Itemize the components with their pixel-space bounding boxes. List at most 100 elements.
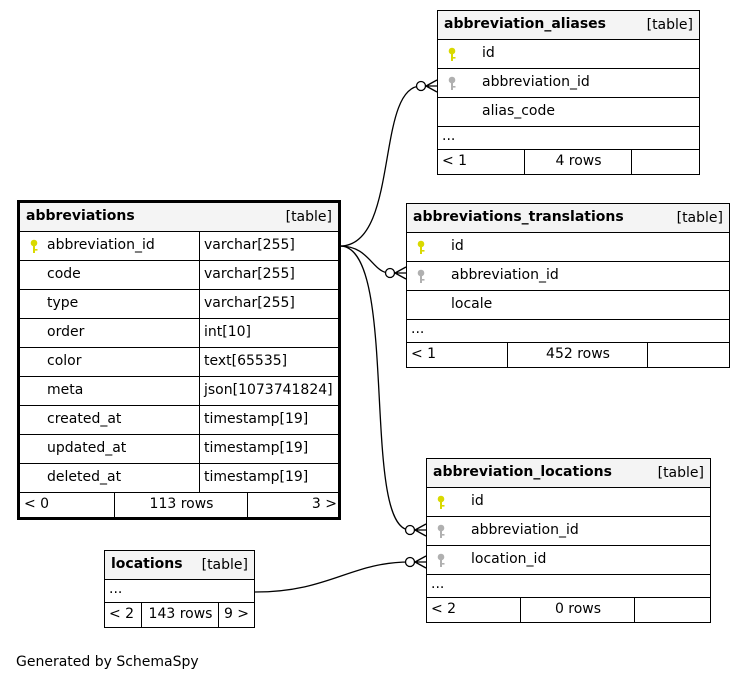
table-footer: < 1 452 rows [407, 343, 729, 367]
column-type: varchar[255] [199, 261, 295, 289]
column-row: id [427, 488, 710, 517]
table-header: abbreviation_aliases [table] [438, 11, 699, 40]
column-row: abbreviation_id [407, 262, 729, 291]
optional-marker-translations [384, 267, 396, 279]
table-footer: < 2 0 rows [427, 598, 710, 622]
table-header: abbreviations [table] [20, 203, 338, 232]
column-name: id [451, 238, 464, 254]
column-name: type [47, 295, 79, 311]
column-name: abbreviation_id [451, 267, 559, 283]
row-count: 113 rows [114, 493, 248, 517]
row-count: 452 rows [507, 343, 648, 367]
children-link[interactable]: 3 > [247, 493, 339, 517]
column-row: order int[10] [20, 319, 338, 348]
column-name: abbreviation_id [471, 522, 579, 538]
row-count: 143 rows [141, 603, 219, 627]
more-columns-ellipsis: ... [105, 580, 254, 603]
primary-key-icon [437, 495, 445, 509]
table-name: locations [111, 556, 183, 572]
optional-marker-aliases [415, 80, 427, 92]
table-footer: < 1 4 rows [438, 150, 699, 174]
table-name: abbreviations [26, 208, 135, 224]
column-name: color [47, 353, 82, 369]
column-name: abbreviation_id [482, 74, 590, 90]
column-name: updated_at [47, 440, 127, 456]
relation-locations-to-abbreviation-locations [254, 561, 411, 593]
table-name: abbreviation_locations [433, 464, 612, 480]
row-count: 0 rows [520, 598, 635, 622]
table-kind: [table] [201, 557, 248, 573]
table-abbreviation-locations[interactable]: abbreviation_locations [table] id abbrev… [426, 458, 711, 623]
column-row: abbreviation_id [427, 517, 710, 546]
parents-link[interactable]: < 2 [109, 606, 135, 622]
children-link [634, 598, 710, 622]
column-type: varchar[255] [199, 290, 295, 318]
column-row: alias_code [438, 98, 699, 127]
column-row: deleted_at timestamp[19] [20, 464, 338, 493]
column-row: abbreviation_id [438, 69, 699, 98]
column-name: id [471, 493, 484, 509]
column-name: created_at [47, 411, 122, 427]
parents-link[interactable]: < 1 [411, 346, 437, 362]
generated-by-caption: Generated by SchemaSpy [16, 654, 199, 670]
foreign-key-icon [448, 76, 456, 90]
column-name: locale [451, 296, 493, 312]
table-locations[interactable]: locations [table] ... < 2 143 rows 9 > [104, 550, 255, 628]
column-type: timestamp[19] [199, 435, 308, 463]
row-count: 4 rows [524, 150, 632, 174]
children-link [631, 150, 699, 174]
column-name: meta [47, 382, 84, 398]
column-row: abbreviation_id varchar[255] [20, 232, 338, 261]
more-columns-ellipsis: ... [438, 127, 699, 150]
crowsfoot-locations-loc [414, 555, 427, 569]
relation-abbreviations-to-locations [339, 245, 411, 531]
table-header: locations [table] [105, 551, 254, 580]
parents-link[interactable]: < 0 [24, 496, 50, 512]
column-name: order [47, 324, 85, 340]
column-row: id [407, 233, 729, 262]
table-abbreviations-translations[interactable]: abbreviations_translations [table] id ab… [406, 203, 730, 368]
column-name: id [482, 45, 495, 61]
column-type: varchar[255] [199, 232, 295, 260]
parents-link[interactable]: < 2 [431, 601, 457, 617]
children-link [647, 343, 729, 367]
children-link[interactable]: 9 > [218, 603, 254, 627]
table-abbreviations[interactable]: abbreviations [table] abbreviation_id va… [17, 200, 341, 520]
primary-key-icon [448, 47, 456, 61]
column-type: json[1073741824] [199, 377, 333, 405]
optional-marker-locations-loc [404, 556, 416, 568]
optional-marker-locations-abbr [404, 524, 416, 536]
parents-link[interactable]: < 1 [442, 153, 468, 169]
table-kind: [table] [285, 209, 332, 225]
more-columns-ellipsis: ... [407, 320, 729, 343]
table-footer: < 2 143 rows 9 > [105, 603, 254, 627]
foreign-key-icon [437, 524, 445, 538]
foreign-key-icon [437, 553, 445, 567]
more-columns-ellipsis: ... [427, 575, 710, 598]
column-row: updated_at timestamp[19] [20, 435, 338, 464]
column-row: id [438, 40, 699, 69]
table-name: abbreviation_aliases [444, 16, 606, 32]
column-type: timestamp[19] [199, 406, 308, 434]
relation-abbreviations-to-aliases [339, 85, 422, 247]
column-name: deleted_at [47, 469, 122, 485]
column-name: code [47, 266, 81, 282]
column-row: location_id [427, 546, 710, 575]
column-name: abbreviation_id [47, 237, 155, 253]
column-type: timestamp[19] [199, 464, 308, 492]
table-abbreviation-aliases[interactable]: abbreviation_aliases [table] id abbrevia… [437, 10, 700, 175]
table-kind: [table] [657, 465, 704, 481]
column-type: text[65535] [199, 348, 287, 376]
column-row: color text[65535] [20, 348, 338, 377]
column-row: locale [407, 291, 729, 320]
table-name: abbreviations_translations [413, 209, 624, 225]
table-kind: [table] [676, 210, 723, 226]
crowsfoot-locations-abbr [414, 523, 427, 537]
column-name: location_id [471, 551, 547, 567]
foreign-key-icon [417, 269, 425, 283]
column-row: meta json[1073741824] [20, 377, 338, 406]
relation-abbreviations-to-translations [339, 245, 391, 274]
column-name: alias_code [482, 103, 555, 119]
column-type: int[10] [199, 319, 251, 347]
